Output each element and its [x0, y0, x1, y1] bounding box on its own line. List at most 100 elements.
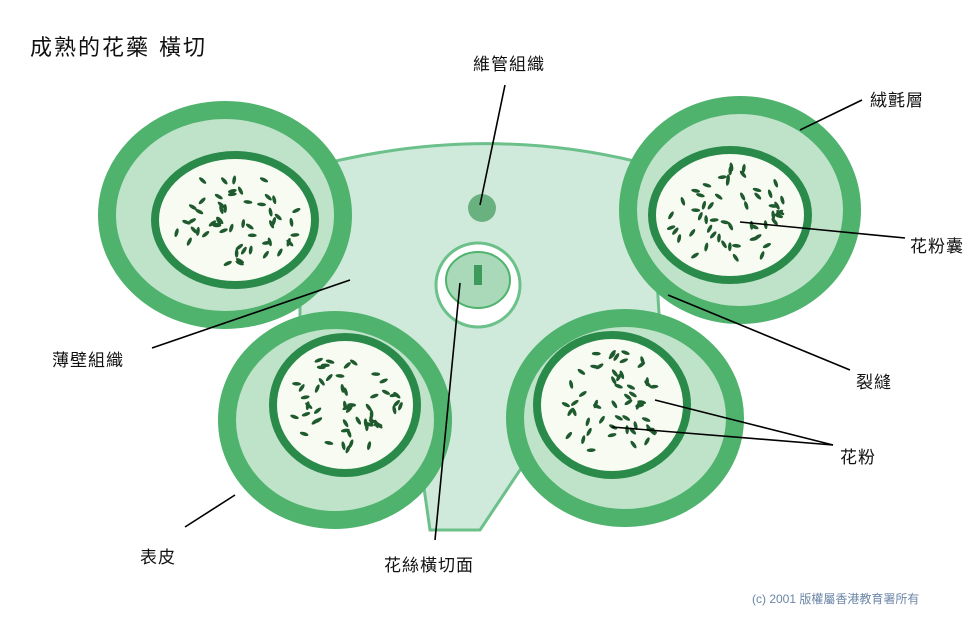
pollen-grain	[592, 404, 602, 409]
pollen-grain	[335, 374, 345, 378]
pollen-grain	[732, 253, 739, 262]
pollen-grain	[221, 177, 228, 185]
pollen-grain	[347, 403, 357, 407]
pollen-grain	[365, 403, 372, 412]
pollen-grain	[607, 433, 617, 438]
copyright-notice: (c) 2001 版權屬香港教育署所有	[752, 592, 920, 606]
pollen-grain	[714, 193, 723, 200]
pollen-grain	[369, 409, 374, 419]
pollen-grain	[235, 258, 245, 264]
pollen-grain	[709, 231, 717, 239]
pollen-grain	[234, 248, 239, 258]
pollen-grain	[343, 362, 351, 369]
pollen-grain	[232, 175, 237, 185]
pollen-grain	[581, 435, 586, 445]
pollen-grain	[290, 414, 299, 420]
pollen-grain	[599, 415, 605, 424]
pollen-grain	[289, 217, 294, 227]
leader-epidermis	[184, 494, 236, 528]
pollen-grain	[201, 230, 210, 238]
pollen-grain	[680, 197, 686, 206]
pollen-grain	[237, 186, 244, 195]
pollen-grain	[709, 218, 719, 222]
pollen-grain	[392, 405, 397, 415]
pollen-grain	[349, 359, 358, 366]
pollen-grain	[689, 229, 696, 237]
pollen-grain	[752, 187, 762, 193]
pollen-grain	[616, 373, 622, 382]
pollen-grain	[644, 437, 650, 446]
pollen-grain	[619, 370, 625, 380]
leader-tapetum	[799, 99, 863, 131]
pollen-grain	[691, 188, 701, 193]
pollen-grain	[217, 201, 225, 209]
pollen-grain	[701, 200, 707, 210]
leader-stomium	[667, 294, 851, 371]
pollen-grain	[241, 219, 246, 229]
leader-pollen-2	[611, 426, 834, 446]
pollen-grain	[569, 379, 574, 389]
pollen-grain	[771, 210, 776, 220]
pollen-grain	[219, 228, 228, 234]
leader-filament	[434, 282, 461, 541]
pollen-grain	[340, 428, 350, 433]
pollen-grain	[740, 192, 746, 201]
pollen-grain	[611, 400, 618, 409]
pollen-grain	[343, 387, 348, 396]
pollen-grain	[199, 177, 207, 184]
pollen-grain	[345, 405, 353, 413]
pollen-grain	[247, 233, 257, 238]
pollen-grain	[666, 225, 676, 231]
pollen-grain	[341, 441, 346, 451]
pollen-grain	[633, 421, 638, 430]
diagram-title: 成熟的花藥 橫切	[30, 36, 207, 61]
pollen-grain	[613, 353, 620, 361]
pollen-grain	[314, 357, 323, 363]
pollen-grain	[774, 213, 784, 219]
pollen-grain	[373, 423, 383, 427]
pollen-grain	[311, 418, 319, 425]
label-parenchyma: 薄壁組織	[52, 351, 124, 371]
pollen-grain	[292, 381, 302, 386]
label-pollen: 花粉	[840, 448, 876, 468]
pollen-grain	[371, 372, 381, 376]
leader-parenchyma	[151, 279, 351, 349]
pollen-grain	[316, 365, 326, 370]
pollen-grain	[348, 439, 354, 448]
pollen-grain	[567, 408, 574, 417]
pollen-grain	[629, 427, 637, 435]
pollen-grain	[754, 192, 762, 200]
pollen-grain	[641, 417, 651, 422]
pollen-grain	[649, 384, 659, 389]
pollen-grain	[342, 419, 349, 428]
pollen-grain	[343, 400, 347, 410]
pollen-grain	[750, 224, 759, 230]
pollen-grain	[229, 223, 234, 233]
pollen-grain	[762, 243, 771, 249]
pollen-grain	[227, 189, 237, 194]
pollen-grain	[267, 237, 272, 247]
pollen-grain	[637, 361, 646, 368]
pollen-grain	[614, 415, 623, 421]
pollen-grain	[381, 389, 391, 395]
pollen-grain	[727, 222, 734, 231]
pollen-grain	[619, 358, 628, 364]
pollen-grain	[271, 216, 277, 226]
pollen-grain	[313, 407, 322, 414]
pollen-grain	[214, 193, 223, 200]
pollen-grains	[174, 162, 785, 454]
pollen-grain	[696, 193, 705, 198]
pollen-grain	[235, 260, 244, 266]
label-vascular-tissue: 維管組織	[473, 55, 545, 75]
pollen-grain	[367, 441, 372, 451]
pollen-grain	[590, 364, 600, 369]
pollen-grain	[759, 251, 765, 260]
pollen-grain	[702, 183, 712, 188]
pollen-grain	[277, 248, 283, 257]
pollen-grain	[290, 233, 300, 237]
pollen-grain	[318, 378, 325, 386]
pollen-grain	[301, 412, 311, 417]
pollen-grain	[611, 369, 619, 377]
pollen-grain	[780, 195, 785, 205]
pollen-grain	[198, 197, 206, 205]
